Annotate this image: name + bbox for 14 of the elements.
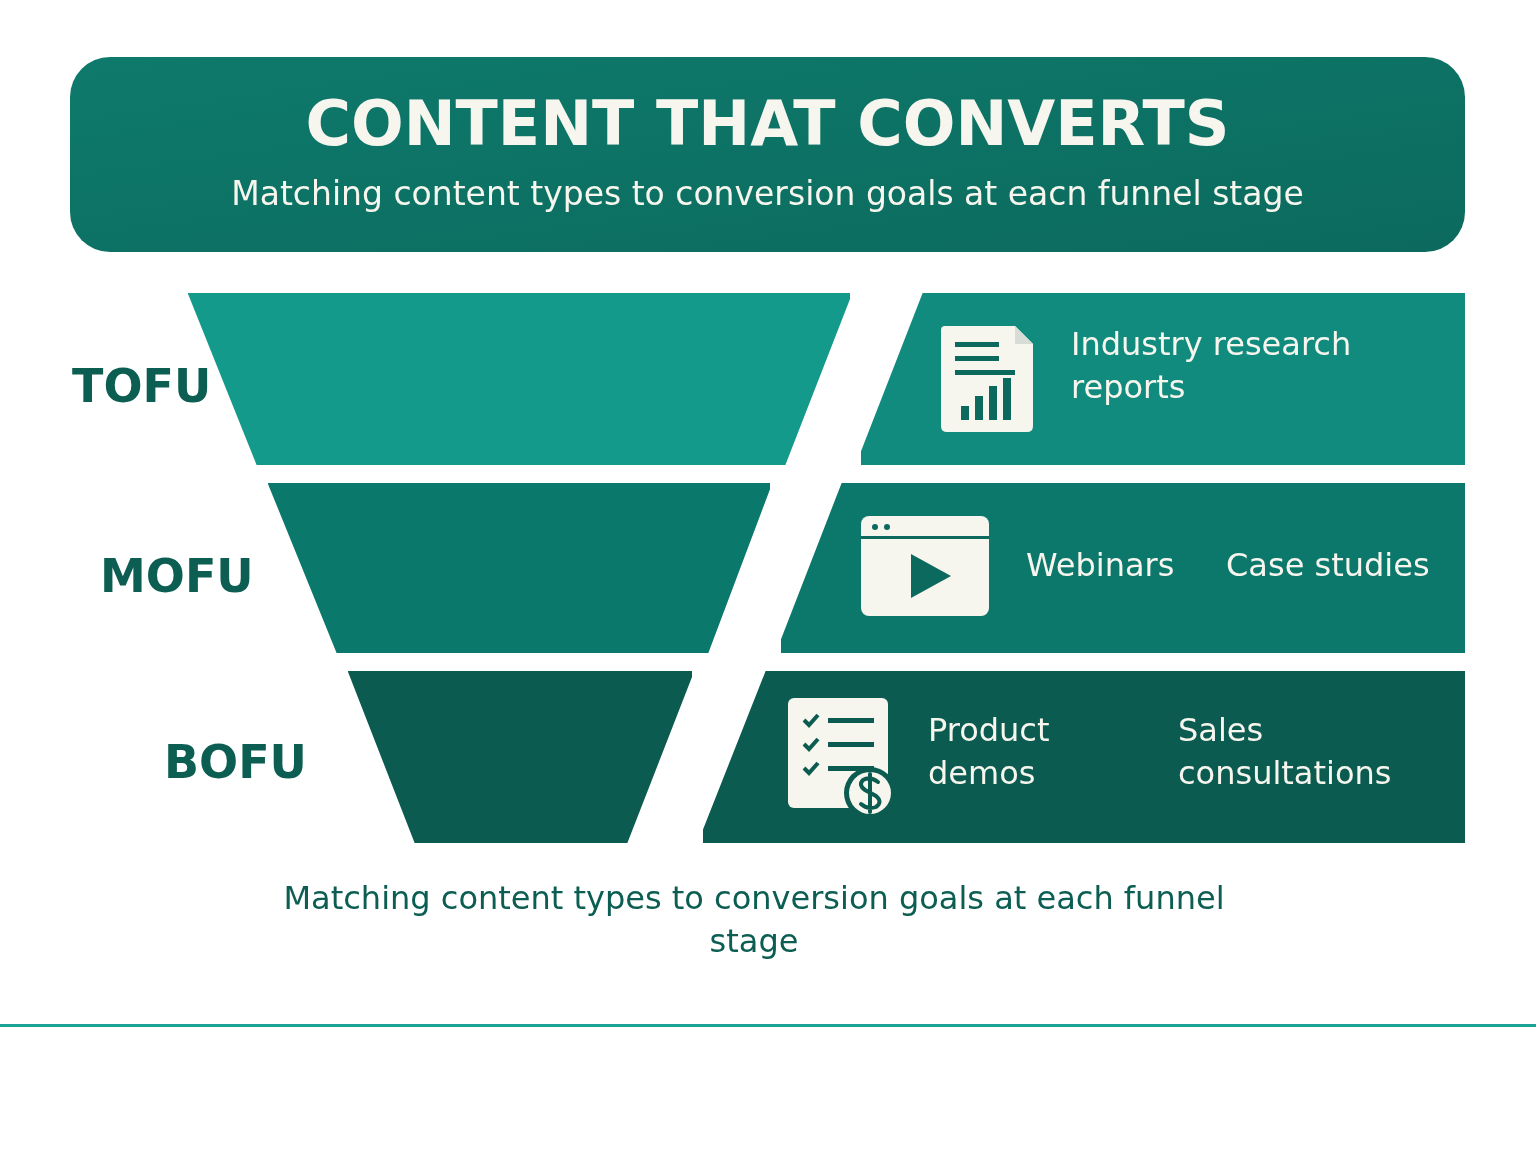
stage-label: BOFU — [164, 734, 307, 791]
title: CONTENT THAT CONVERTS — [304, 86, 1231, 162]
stage-label: TOFU — [72, 358, 212, 415]
content-panel — [861, 293, 1465, 465]
content-type-label: Sales consultations — [1178, 710, 1393, 795]
content-type-label: Industry research reports — [1071, 324, 1353, 409]
stage-label: MOFU — [100, 548, 254, 605]
caption: Matching content types to conversion goals at each funnel stage — [282, 878, 1226, 963]
content-type-label: Case studies — [1226, 545, 1431, 586]
content-type-label: Webinars — [1026, 545, 1176, 586]
subtitle: Matching content types to conversion goals at eacn funnel stage — [230, 173, 1305, 215]
content-panel — [781, 483, 1465, 653]
content-panel — [703, 671, 1465, 843]
content-type-label: Product demos — [928, 710, 1051, 795]
